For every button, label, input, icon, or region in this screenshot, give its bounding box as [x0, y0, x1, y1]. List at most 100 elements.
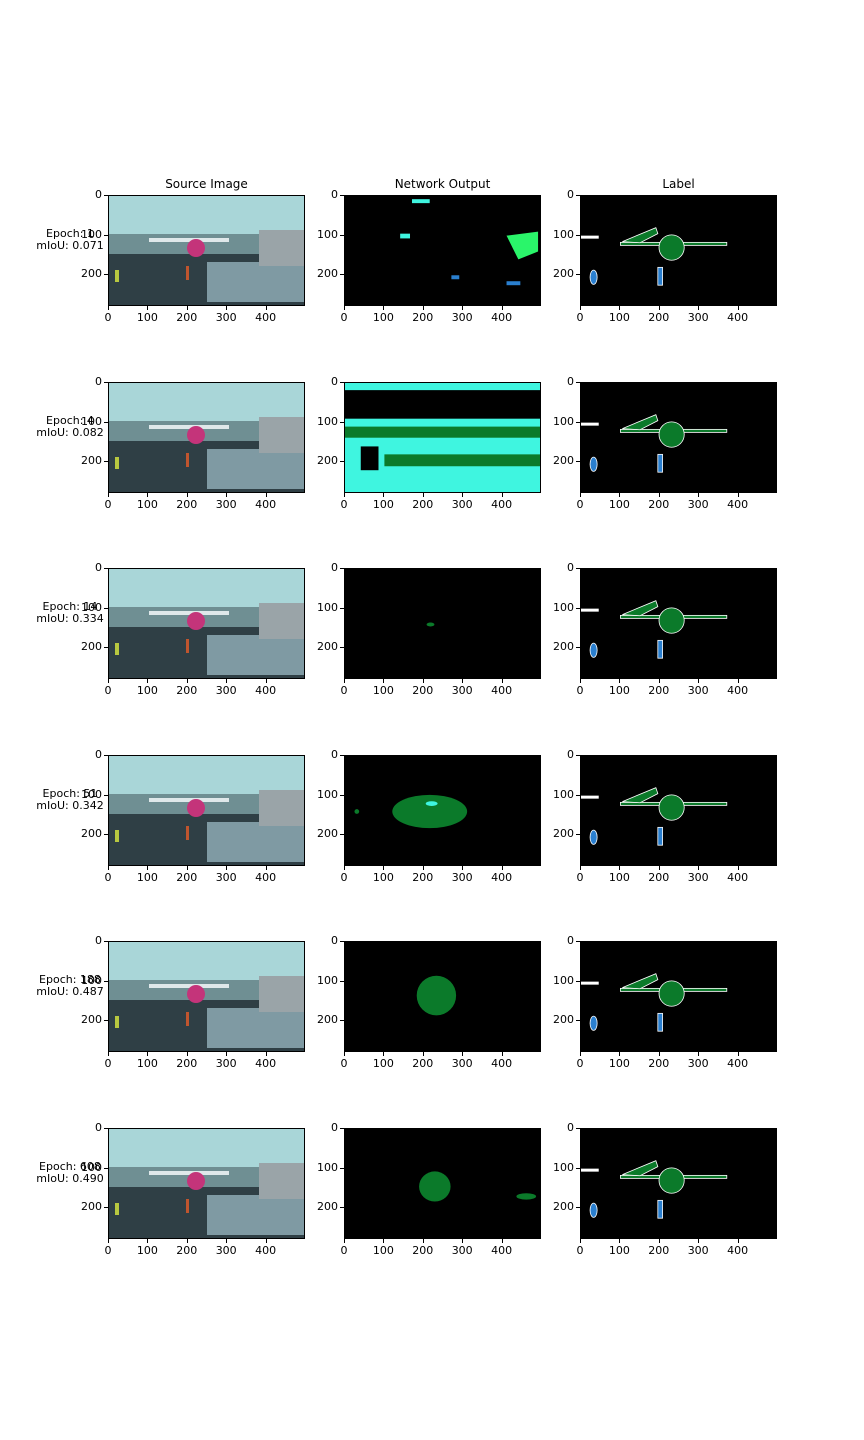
person-1 [115, 830, 119, 842]
x-tick-label: 300 [451, 1057, 473, 1070]
label-tail [622, 414, 659, 431]
x-tick-mark [108, 1239, 109, 1243]
person-2 [186, 266, 189, 280]
panel-frame [108, 755, 305, 866]
x-tick-mark [226, 1052, 228, 1056]
label-stripe [581, 795, 599, 799]
x-tick-label: 200 [648, 1057, 670, 1070]
x-tick-mark [501, 679, 503, 683]
output-bg [345, 569, 540, 678]
panel-image [581, 196, 776, 305]
x-tick-label: 400 [727, 311, 749, 324]
hole [360, 446, 379, 471]
x-tick-label: 400 [255, 1057, 277, 1070]
panel-image [109, 942, 304, 1051]
x-tick-mark [383, 866, 385, 870]
x-tick-label: 300 [215, 311, 237, 324]
y-tick-label: 0 [95, 934, 102, 947]
x-tick-label: 100 [136, 1244, 158, 1257]
sky [109, 569, 304, 607]
panel-frame [344, 755, 541, 866]
x-tick-label: 0 [340, 311, 348, 324]
panel-frame [344, 382, 541, 493]
x-tick-mark [501, 493, 503, 497]
x-tick-mark [619, 306, 621, 310]
x-tick-mark [265, 306, 267, 310]
label-person-b [589, 829, 598, 845]
ground-pattern [207, 822, 304, 862]
panel-image [345, 569, 540, 678]
x-tick-label: 100 [608, 1244, 630, 1257]
y-tick-label: 0 [95, 375, 102, 388]
x-tick-label: 300 [215, 1244, 237, 1257]
x-tick-label: 0 [576, 311, 584, 324]
blob-dot [354, 809, 360, 814]
x-tick-label: 200 [176, 1244, 198, 1257]
epoch-label: Epoch: 4 [46, 414, 94, 427]
x-tick-label: 300 [451, 1244, 473, 1257]
x-tick-mark [108, 679, 109, 683]
epoch-label: Epoch: 1 [46, 227, 94, 240]
x-tick-label: 0 [104, 871, 112, 884]
y-tick-label: 100 [317, 414, 338, 428]
panel-frame [580, 382, 777, 493]
y-tick-mark [576, 274, 580, 276]
x-tick-label: 100 [372, 871, 394, 884]
blob-3 [506, 231, 539, 260]
y-tick-label: 0 [95, 748, 102, 761]
x-tick-label: 200 [648, 311, 670, 324]
y-tick-label: 100 [81, 973, 102, 987]
x-tick-mark [422, 493, 424, 497]
band-green-1 [345, 426, 540, 438]
y-tick-mark [104, 1020, 108, 1022]
miou-label: mIoU: 0.334 [36, 612, 104, 625]
ground-pattern [207, 635, 304, 675]
y-tick-mark [576, 755, 580, 756]
x-tick-label: 400 [255, 684, 277, 697]
y-tick-label: 200 [553, 454, 574, 468]
label-tail [622, 973, 659, 990]
x-tick-mark [186, 679, 188, 683]
x-tick-label: 100 [608, 871, 630, 884]
x-tick-label: 200 [648, 1244, 670, 1257]
y-tick-label: 100 [81, 227, 102, 241]
panel-image [109, 383, 304, 492]
y-tick-label: 200 [553, 1013, 574, 1027]
y-tick-label: 100 [553, 414, 574, 428]
y-tick-label: 200 [553, 1200, 574, 1214]
y-tick-mark [340, 834, 344, 836]
x-tick-mark [265, 679, 267, 683]
panel-image [109, 196, 304, 305]
x-tick-mark [265, 1239, 267, 1243]
label-fuselage [658, 421, 685, 448]
x-tick-mark [658, 1239, 660, 1243]
x-tick-mark [737, 866, 739, 870]
x-tick-label: 400 [491, 871, 513, 884]
label-tail [622, 787, 659, 804]
y-tick-mark [576, 421, 580, 423]
x-tick-label: 0 [340, 1244, 348, 1257]
label-person-a [657, 1199, 663, 1219]
y-tick-mark [104, 1128, 108, 1129]
x-tick-mark [580, 866, 581, 870]
panel-image [109, 1129, 304, 1238]
y-tick-label: 100 [553, 1160, 574, 1174]
x-tick-mark [698, 493, 700, 497]
x-tick-label: 0 [340, 871, 348, 884]
label-person-b [589, 456, 598, 472]
x-tick-label: 400 [255, 1244, 277, 1257]
y-tick-mark [340, 1020, 344, 1022]
x-tick-label: 200 [412, 1057, 434, 1070]
y-tick-mark [576, 794, 580, 796]
x-tick-mark [501, 306, 503, 310]
x-tick-mark [580, 1239, 581, 1243]
x-tick-label: 100 [136, 1057, 158, 1070]
y-tick-mark [340, 647, 344, 649]
x-tick-mark [383, 679, 385, 683]
